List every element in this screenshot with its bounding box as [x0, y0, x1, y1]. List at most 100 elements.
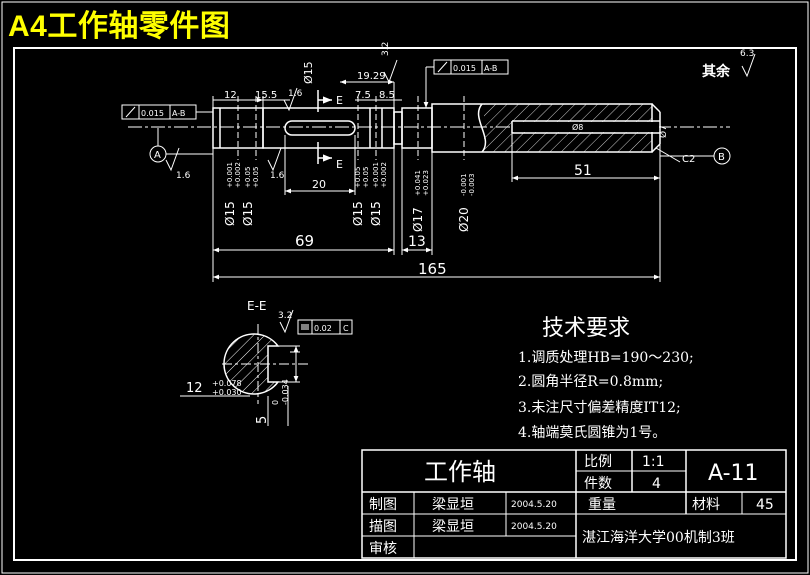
roughness-r3: 1.6 [288, 89, 303, 99]
svg-text:Ø20: Ø20 [457, 207, 471, 232]
date-traced: 2004.5.20 [511, 522, 557, 532]
svg-text:Ø15: Ø15 [369, 201, 383, 226]
dim-phi7: Ø7 [658, 125, 669, 138]
tolerance-right-value: 0.015 [453, 64, 476, 73]
svg-text:+0.05: +0.05 [244, 167, 252, 188]
svg-text:5: 5 [255, 416, 270, 424]
svg-text:-0.001: -0.001 [460, 173, 468, 196]
section-mark-top: E [336, 94, 343, 107]
svg-text:-0.003: -0.003 [468, 173, 476, 196]
svg-text:+0.078: +0.078 [212, 379, 242, 388]
svg-text:-0.034: -0.034 [281, 379, 290, 405]
datum-a-label: A [154, 150, 161, 161]
phi15-a-dim: Ø15 +0.001 +0.002 [223, 162, 242, 226]
part-name: 工作轴 [424, 458, 496, 486]
name-drawn: 梁显垣 [432, 497, 474, 513]
page-title: A4工作轴零件图 [8, 10, 231, 43]
dimension-lines [213, 79, 660, 280]
phi15-b-dim: Ø15 +0.05 +0.05 [241, 167, 260, 226]
scale-label: 比例 [584, 454, 612, 470]
tolerance-left-datum: A-B [172, 109, 185, 118]
name-traced: 梁显垣 [432, 519, 474, 535]
svg-text:+0.030: +0.030 [212, 388, 242, 397]
tolerance-frame-section [297, 319, 353, 335]
qty-value: 4 [652, 476, 661, 492]
section-view-label: E-E [247, 299, 267, 313]
roughness-r5: 1.6 [270, 171, 285, 181]
tolerance-left-value: 0.015 [141, 109, 164, 118]
section-cut-marks [317, 90, 332, 164]
tolerance-section-value: 0.02 [314, 324, 332, 333]
role-drawn: 制图 [369, 497, 397, 513]
svg-text:+0.05: +0.05 [354, 167, 362, 188]
section-view [180, 324, 310, 426]
roughness-r1: 3.2 [381, 42, 391, 56]
dim-19-29: 19.29 [357, 71, 386, 82]
roughness-r6: 3.2 [278, 311, 292, 321]
svg-text:+0.041: +0.041 [414, 170, 422, 196]
roughness-other-value: 6.3 [740, 49, 754, 59]
date-drawn: 2004.5.20 [511, 500, 557, 510]
svg-text:+0.002: +0.002 [234, 162, 242, 188]
tech-title: 技术要求 [542, 316, 630, 341]
dim-13: 13 [408, 234, 426, 250]
tolerance-frame-right [423, 59, 509, 108]
dim-7-5: 7.5 [355, 90, 371, 101]
roughness-other-label: 其余 [702, 63, 731, 80]
tech-item-2: 2.圆角半径R=0.8mm; [518, 374, 663, 390]
role-checked: 审核 [369, 541, 397, 557]
role-traced: 描图 [369, 519, 397, 535]
tech-item-4: 4.轴端莫氏圆锥为1号。 [518, 425, 666, 441]
key-width-dim: 12 +0.078 +0.030 [186, 379, 242, 397]
phi15-c-dim: Ø15 +0.05 +0.05 [351, 167, 370, 226]
tolerance-section-datum: C [343, 324, 349, 333]
roughness-symbols [165, 53, 756, 334]
tolerance-right-datum: A-B [484, 64, 497, 73]
svg-text:+0.001: +0.001 [372, 162, 380, 188]
qty-label: 件数 [584, 476, 612, 492]
tech-item-3: 3.未注尺寸偏差精度IT12; [518, 400, 681, 416]
weight-label: 重量 [588, 497, 616, 513]
vertical-axes [237, 96, 465, 160]
svg-text:Ø15: Ø15 [241, 201, 255, 226]
section-mark-bottom: E [336, 158, 343, 171]
phi17-dim: Ø17 +0.041 +0.023 [411, 170, 430, 232]
scale-value: 1:1 [642, 454, 665, 470]
material-value: 45 [756, 497, 774, 513]
svg-text:+0.023: +0.023 [422, 170, 430, 196]
dim-8-5: 8.5 [379, 90, 395, 101]
svg-text:12: 12 [186, 381, 203, 396]
datum-a [149, 128, 213, 163]
dim-phi15-top: Ø15 [302, 61, 315, 84]
drawing-number: A-11 [708, 461, 759, 486]
phi20-dim: Ø20 -0.001 -0.003 [457, 173, 476, 232]
material-label: 材料 [692, 497, 720, 513]
inner-frame [13, 47, 797, 561]
phi15-d-dim: Ø15 +0.001 +0.002 [369, 162, 388, 226]
bore-clear [513, 122, 659, 132]
svg-text:+0.05: +0.05 [362, 167, 370, 188]
c2-leader [655, 147, 681, 163]
tolerance-frame-left [121, 104, 213, 120]
svg-text:+0.002: +0.002 [380, 162, 388, 188]
dim-165: 165 [418, 260, 447, 278]
tech-item-1: 1.调质处理HB=190～230; [518, 350, 694, 366]
svg-text:+0.05: +0.05 [252, 167, 260, 188]
dim-15-5: 15.5 [255, 90, 277, 101]
dim-c2: C2 [682, 154, 695, 165]
key-depth-dim: 5 0 -0.034 [255, 379, 290, 424]
svg-text:Ø15: Ø15 [223, 201, 237, 226]
svg-text:Ø15: Ø15 [351, 201, 365, 226]
extension-lines [212, 96, 661, 282]
svg-text:+0.001: +0.001 [226, 162, 234, 188]
dim-20: 20 [312, 178, 326, 191]
dim-51: 51 [574, 163, 592, 179]
svg-text:0: 0 [271, 400, 280, 405]
organization: 湛江海洋大学00机制3班 [582, 530, 735, 546]
svg-text:Ø17: Ø17 [411, 207, 425, 232]
datum-b-label: B [718, 152, 725, 163]
dim-12: 12 [224, 90, 237, 101]
roughness-r4: 1.6 [176, 171, 191, 181]
